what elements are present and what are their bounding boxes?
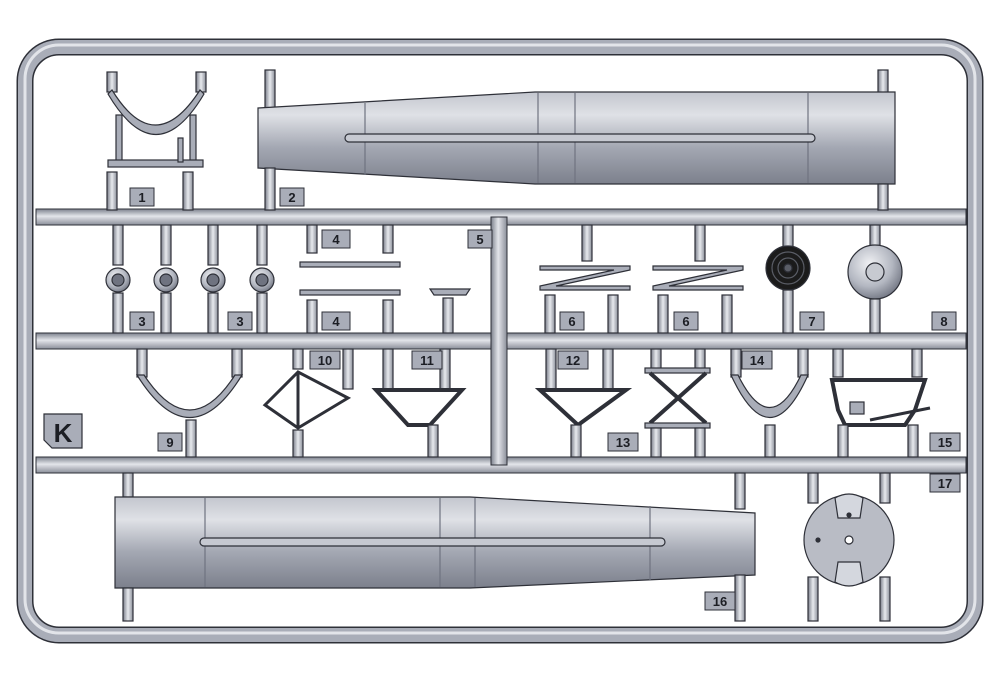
part-tag-14: 14: [741, 350, 773, 370]
part-10-truss: [262, 348, 354, 458]
svg-text:1: 1: [138, 190, 145, 205]
part-17-disc: [803, 472, 895, 622]
part-number-tags: 1 2 3 3 4 4 5 6 6 7 8 9 10 11 12 13 14 1…: [129, 187, 961, 611]
part-tag-17: 17: [929, 473, 961, 493]
svg-text:5: 5: [476, 232, 483, 247]
part-tag-15: 15: [929, 432, 961, 452]
part-7-tire: [765, 224, 811, 334]
svg-text:6: 6: [682, 314, 689, 329]
part-tag-9: 9: [157, 432, 183, 452]
svg-text:8: 8: [940, 314, 947, 329]
svg-text:16: 16: [713, 594, 727, 609]
part-tag-11: 11: [411, 350, 443, 370]
sprue-frame: [16, 38, 984, 644]
svg-text:4: 4: [332, 314, 340, 329]
part-15-frame: [829, 348, 931, 458]
part-4-struts: [299, 224, 472, 334]
part-1-bracket: [106, 71, 207, 211]
part-12-frame: [534, 348, 633, 458]
part-tag-3a: 3: [129, 311, 155, 331]
part-tag-7: 7: [799, 311, 825, 331]
sprue-letter-tag: K: [43, 413, 83, 449]
svg-text:14: 14: [750, 353, 765, 368]
part-13-frame: [644, 348, 711, 458]
svg-text:9: 9: [166, 435, 173, 450]
part-tag-1: 1: [129, 187, 155, 207]
part-11-frame: [371, 348, 467, 458]
part-14-bracket: [730, 348, 809, 458]
part-tag-16: 16: [704, 591, 736, 611]
svg-text:17: 17: [938, 476, 952, 491]
part-tag-6b: 6: [673, 311, 699, 331]
svg-text:3: 3: [138, 314, 145, 329]
svg-text:7: 7: [808, 314, 815, 329]
part-tag-3b: 3: [227, 311, 253, 331]
part-tag-5: 5: [467, 229, 493, 249]
svg-text:2: 2: [288, 190, 295, 205]
part-tag-13: 13: [607, 432, 639, 452]
svg-text:6: 6: [568, 314, 575, 329]
sprue-letter: K: [54, 418, 73, 448]
svg-text:13: 13: [616, 435, 630, 450]
part-tag-2: 2: [279, 187, 305, 207]
part-6-struts: [539, 224, 744, 334]
svg-text:10: 10: [318, 353, 332, 368]
runner-v1: [490, 216, 508, 466]
part-tag-4b: 4: [321, 311, 351, 331]
part-9-bracket: [135, 348, 244, 458]
svg-text:11: 11: [420, 353, 434, 368]
svg-text:4: 4: [332, 232, 340, 247]
part-tag-8: 8: [931, 311, 957, 331]
svg-text:3: 3: [236, 314, 243, 329]
part-16-fuselage: [114, 472, 756, 622]
part-tag-10: 10: [309, 350, 341, 370]
sprue-runners: [35, 208, 967, 474]
part-tag-12: 12: [557, 350, 589, 370]
svg-text:12: 12: [566, 353, 580, 368]
svg-text:15: 15: [938, 435, 952, 450]
part-tag-6a: 6: [559, 311, 585, 331]
part-2-fuselage: [257, 69, 896, 211]
part-8-disc: [847, 224, 903, 334]
part-3-wheels: [105, 224, 275, 334]
part-tag-4a: 4: [321, 229, 351, 249]
